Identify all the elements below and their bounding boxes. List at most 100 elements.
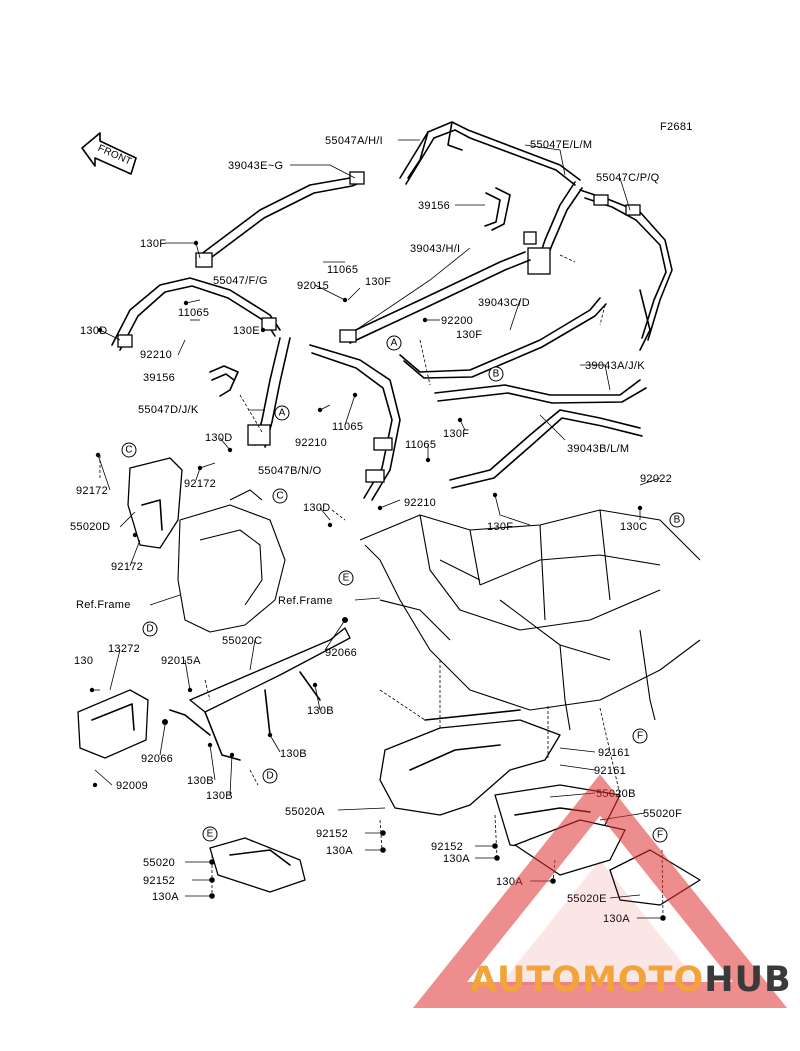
- label-39156-b: 39156: [143, 372, 175, 384]
- front-roll-bar-left: [111, 277, 281, 351]
- svg-text:F: F: [657, 830, 663, 841]
- front-arrow-icon: FRONT: [81, 132, 137, 175]
- label-39043HI: 39043/H/I: [410, 243, 460, 255]
- label-92152-a: 92152: [316, 828, 348, 840]
- callout-f-upper: F: [632, 728, 648, 744]
- label-13272: 13272: [108, 643, 140, 655]
- callout-e-lower: E: [202, 826, 218, 842]
- brace-39156: [209, 187, 511, 397]
- label-11065-b: 11065: [178, 307, 209, 319]
- label-55047ELM: 55047E/L/M: [530, 139, 592, 151]
- front-frame-ref: [177, 489, 286, 633]
- rear-pillar-55047BNO: [309, 344, 401, 501]
- front-bar-3904EG: [195, 171, 365, 268]
- side-roll-bar-right: [579, 189, 673, 351]
- label-92210-a: 92210: [140, 349, 172, 361]
- label-55020F: 55020F: [643, 808, 682, 820]
- label-92172-c: 92172: [111, 561, 143, 573]
- center-pillar-55047DJK: [247, 337, 291, 448]
- fastener-dots: [89, 240, 666, 921]
- label-39043BLM: 39043B/L/M: [567, 443, 629, 455]
- svg-text:B: B: [674, 515, 681, 526]
- svg-text:E: E: [207, 829, 214, 840]
- label-92172-a: 92172: [76, 485, 108, 497]
- label-55020A: 55020A: [285, 806, 325, 818]
- bracket-55020D: [127, 457, 183, 549]
- label-130E: 130E: [233, 325, 260, 337]
- crossbar-39043CD: [399, 297, 607, 379]
- figure-code: F2681: [660, 121, 693, 133]
- callout-a-lower: A: [274, 405, 290, 421]
- label-11065-c: 11065: [332, 421, 363, 433]
- label-130F-c: 130F: [456, 329, 482, 341]
- label-130F-a: 130F: [140, 238, 166, 250]
- label-92161-a: 92161: [598, 747, 630, 759]
- skid-plate-55020: [209, 837, 306, 893]
- callout-f-lower: F: [652, 827, 668, 843]
- callout-c-lower: C: [272, 488, 288, 504]
- label-130B-c: 130B: [187, 775, 214, 787]
- callout-e-upper: E: [338, 570, 354, 586]
- label-55020E: 55020E: [567, 893, 607, 905]
- callout-a-upper: A: [386, 335, 402, 351]
- label-130B-d: 130B: [206, 790, 233, 802]
- label-92022: 92022: [640, 473, 672, 485]
- svg-text:C: C: [125, 445, 132, 456]
- label-130D-b: 130D: [205, 432, 233, 444]
- label-55047AHI: 55047A/H/I: [325, 135, 383, 147]
- label-130A-e: 130A: [603, 913, 630, 925]
- callout-b-lower: B: [669, 512, 685, 528]
- label-130B-a: 130B: [307, 705, 334, 717]
- label-92009: 92009: [116, 780, 148, 792]
- label-ref-frame-left: Ref.Frame: [76, 599, 131, 611]
- svg-text:D: D: [146, 624, 153, 635]
- label-92015A: 92015A: [161, 655, 201, 667]
- label-130F-b: 130F: [365, 276, 391, 288]
- label-92066-b: 92066: [141, 753, 173, 765]
- callout-d-lower: D: [262, 768, 278, 784]
- label-55047CPQ: 55047C/P/Q: [596, 172, 660, 184]
- label-55020B: 55020B: [596, 788, 636, 800]
- label-55047DJK: 55047D/J/K: [138, 404, 199, 416]
- label-130A-d: 130A: [496, 876, 523, 888]
- label-92172-b: 92172: [184, 478, 216, 490]
- svg-text:D: D: [266, 771, 273, 782]
- label-130A-b: 130A: [443, 853, 470, 865]
- crossbar-39043HI: [339, 251, 531, 344]
- label-55047FG: 55047/F/G: [213, 275, 268, 287]
- label-130F-e: 130F: [487, 521, 513, 533]
- label-11065-a: 11065: [327, 264, 358, 276]
- label-39156-a: 39156: [418, 200, 450, 212]
- skid-guard-55020C: [169, 627, 351, 761]
- svg-text:A: A: [391, 338, 398, 349]
- label-130B-b: 130B: [280, 748, 307, 760]
- label-130D-c: 130D: [303, 502, 331, 514]
- label-92200: 92200: [441, 315, 473, 327]
- label-130C: 130C: [620, 521, 648, 533]
- label-92015: 92015: [297, 280, 329, 292]
- callout-b-upper: B: [488, 366, 504, 382]
- label-55047BNO: 55047B/N/O: [258, 465, 322, 477]
- label-ref-frame-main: Ref.Frame: [278, 595, 333, 607]
- label-130F-d: 130F: [443, 428, 469, 440]
- main-frame-ref: [359, 509, 701, 731]
- label-130: 130: [74, 655, 93, 667]
- label-55020C: 55020C: [222, 635, 262, 647]
- label-130A-a: 130A: [326, 845, 353, 857]
- label-39043EG: 39043E~G: [228, 160, 283, 172]
- label-92066-a: 92066: [325, 647, 357, 659]
- label-92152-b: 92152: [431, 841, 463, 853]
- svg-text:A: A: [279, 408, 286, 419]
- label-55020D: 55020D: [70, 521, 110, 533]
- label-92152-c: 92152: [143, 875, 175, 887]
- bracket-13272: [77, 689, 149, 759]
- label-92210-b: 92210: [295, 437, 327, 449]
- label-55020: 55020: [143, 857, 175, 869]
- callout-d-upper: D: [142, 621, 158, 637]
- front-label: FRONT: [96, 143, 133, 168]
- cross-brace-39043BLM: [449, 409, 643, 489]
- svg-text:B: B: [493, 369, 500, 380]
- label-92210-c: 92210: [404, 497, 436, 509]
- dashed-leaders: [99, 254, 664, 919]
